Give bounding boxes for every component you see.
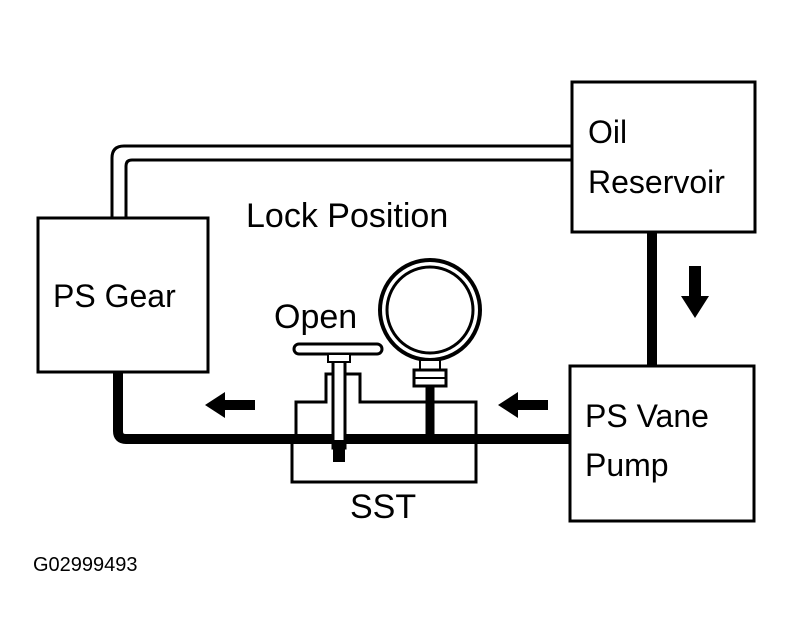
oil-reservoir-label-line1: Oil	[588, 114, 627, 150]
sst-label: SST	[350, 488, 416, 526]
ps-gear-box	[36, 216, 210, 374]
open-label: Open	[274, 298, 357, 336]
valve-stem-plug	[333, 440, 345, 462]
ps-gear-label: PS Gear	[53, 278, 176, 314]
oil-reservoir-box	[570, 80, 757, 234]
flow-arrow-down-icon	[681, 266, 709, 318]
sst-lower-body	[290, 437, 478, 484]
oil-reservoir-label-line2: Reservoir	[588, 164, 725, 200]
valve-handle-neck	[327, 353, 351, 363]
lock-position-label: Lock Position	[246, 197, 448, 235]
figure-code: G02999493	[33, 554, 138, 576]
return-hose-outer	[110, 144, 572, 218]
valve-stem	[331, 356, 347, 450]
valve-handle	[292, 342, 384, 356]
flow-arrow-left-icon	[205, 392, 255, 418]
pressure-line	[113, 372, 570, 444]
ps-vane-pump-label-line2: Pump	[585, 447, 669, 483]
ps-vane-pump-box	[568, 364, 756, 523]
ps-vane-pump-label-line1: PS Vane	[585, 398, 709, 434]
return-hose-inner	[124, 158, 572, 218]
flow-arrow-left-icon-2	[498, 392, 548, 418]
pressure-gauge-inner	[385, 265, 475, 355]
sst-upper-body	[294, 372, 478, 439]
